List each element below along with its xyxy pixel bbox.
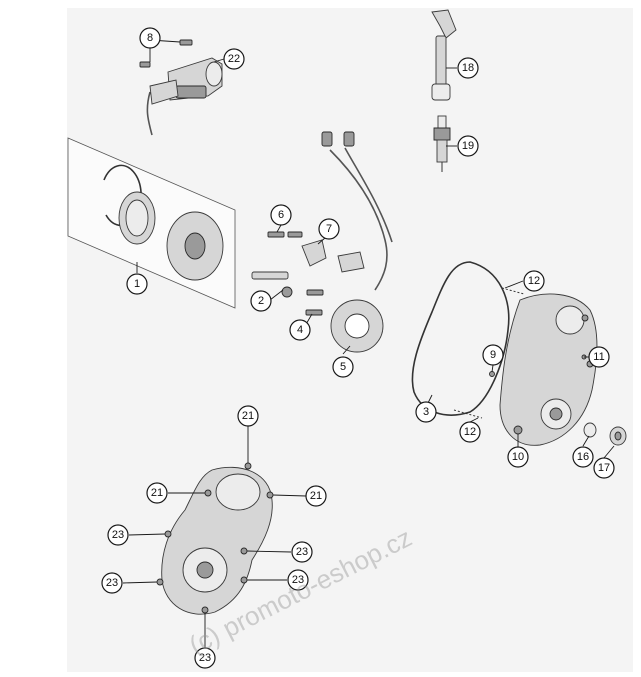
- callout-label: 1: [134, 278, 140, 290]
- stator: [321, 131, 393, 353]
- callout-23-right-lower: 23: [287, 569, 309, 591]
- callout-3: 3: [415, 401, 437, 423]
- callout-label: 2: [258, 295, 264, 307]
- cover-gasket: [411, 261, 510, 416]
- callout-label: 8: [147, 32, 153, 44]
- callout-21-top: 21: [237, 405, 259, 427]
- callout-label: 9: [490, 349, 496, 361]
- callout-label: 16: [577, 451, 589, 463]
- callout-label: 21: [151, 487, 163, 499]
- callout-label: 18: [462, 62, 474, 74]
- callout-23-bottom: 23: [194, 647, 216, 669]
- screws-and-bracket: [251, 231, 327, 316]
- callout-label: 10: [512, 451, 524, 463]
- lower-cover: [156, 462, 274, 615]
- callout-19: 19: [457, 135, 479, 157]
- callout-label: 23: [112, 529, 124, 541]
- callout-label: 22: [228, 53, 240, 65]
- callout-label: 6: [278, 209, 284, 221]
- callout-11: 11: [588, 346, 610, 368]
- callout-16: 16: [572, 446, 594, 468]
- callout-label: 23: [292, 574, 304, 586]
- callout-label: 21: [310, 490, 322, 502]
- callout-label: 17: [598, 462, 610, 474]
- callout-label: 12: [528, 275, 540, 287]
- callout-21-right: 21: [305, 485, 327, 507]
- callout-8: 8: [139, 27, 161, 49]
- callout-label: 23: [106, 577, 118, 589]
- callout-4: 4: [289, 319, 311, 341]
- callout-6: 6: [270, 204, 292, 226]
- callout-10: 10: [507, 446, 529, 468]
- seal-and-plug: [583, 422, 627, 446]
- callout-label: 23: [199, 652, 211, 664]
- callout-label: 21: [242, 410, 254, 422]
- callout-1: 1: [126, 273, 148, 295]
- callout-12-upper: 12: [523, 270, 545, 292]
- spark-plug: [433, 115, 451, 172]
- callout-9: 9: [482, 344, 504, 366]
- callout-23-left-lower: 23: [101, 572, 123, 594]
- callout-label: 5: [340, 361, 346, 373]
- callout-label: 4: [297, 324, 303, 336]
- callout-label: 23: [296, 546, 308, 558]
- callout-label: 19: [462, 140, 474, 152]
- callout-label: 7: [326, 223, 332, 235]
- flywheel-group: [67, 137, 236, 309]
- callout-label: 11: [593, 351, 604, 363]
- callout-23-left-upper: 23: [107, 524, 129, 546]
- callout-label: 3: [423, 406, 429, 418]
- callout-21-left: 21: [146, 482, 168, 504]
- ignition-cover: [499, 293, 598, 446]
- ignition-coil: [146, 57, 223, 136]
- callout-23-right-upper: 23: [291, 541, 313, 563]
- callout-17: 17: [593, 457, 615, 479]
- spark-plug-cap: [431, 9, 457, 101]
- callout-22: 22: [223, 48, 245, 70]
- coil-bolts: [139, 39, 193, 68]
- callout-18: 18: [457, 57, 479, 79]
- callout-5: 5: [332, 356, 354, 378]
- callout-7: 7: [318, 218, 340, 240]
- callout-label: 12: [464, 426, 476, 438]
- callout-12-lower: 12: [459, 421, 481, 443]
- callout-2: 2: [250, 290, 272, 312]
